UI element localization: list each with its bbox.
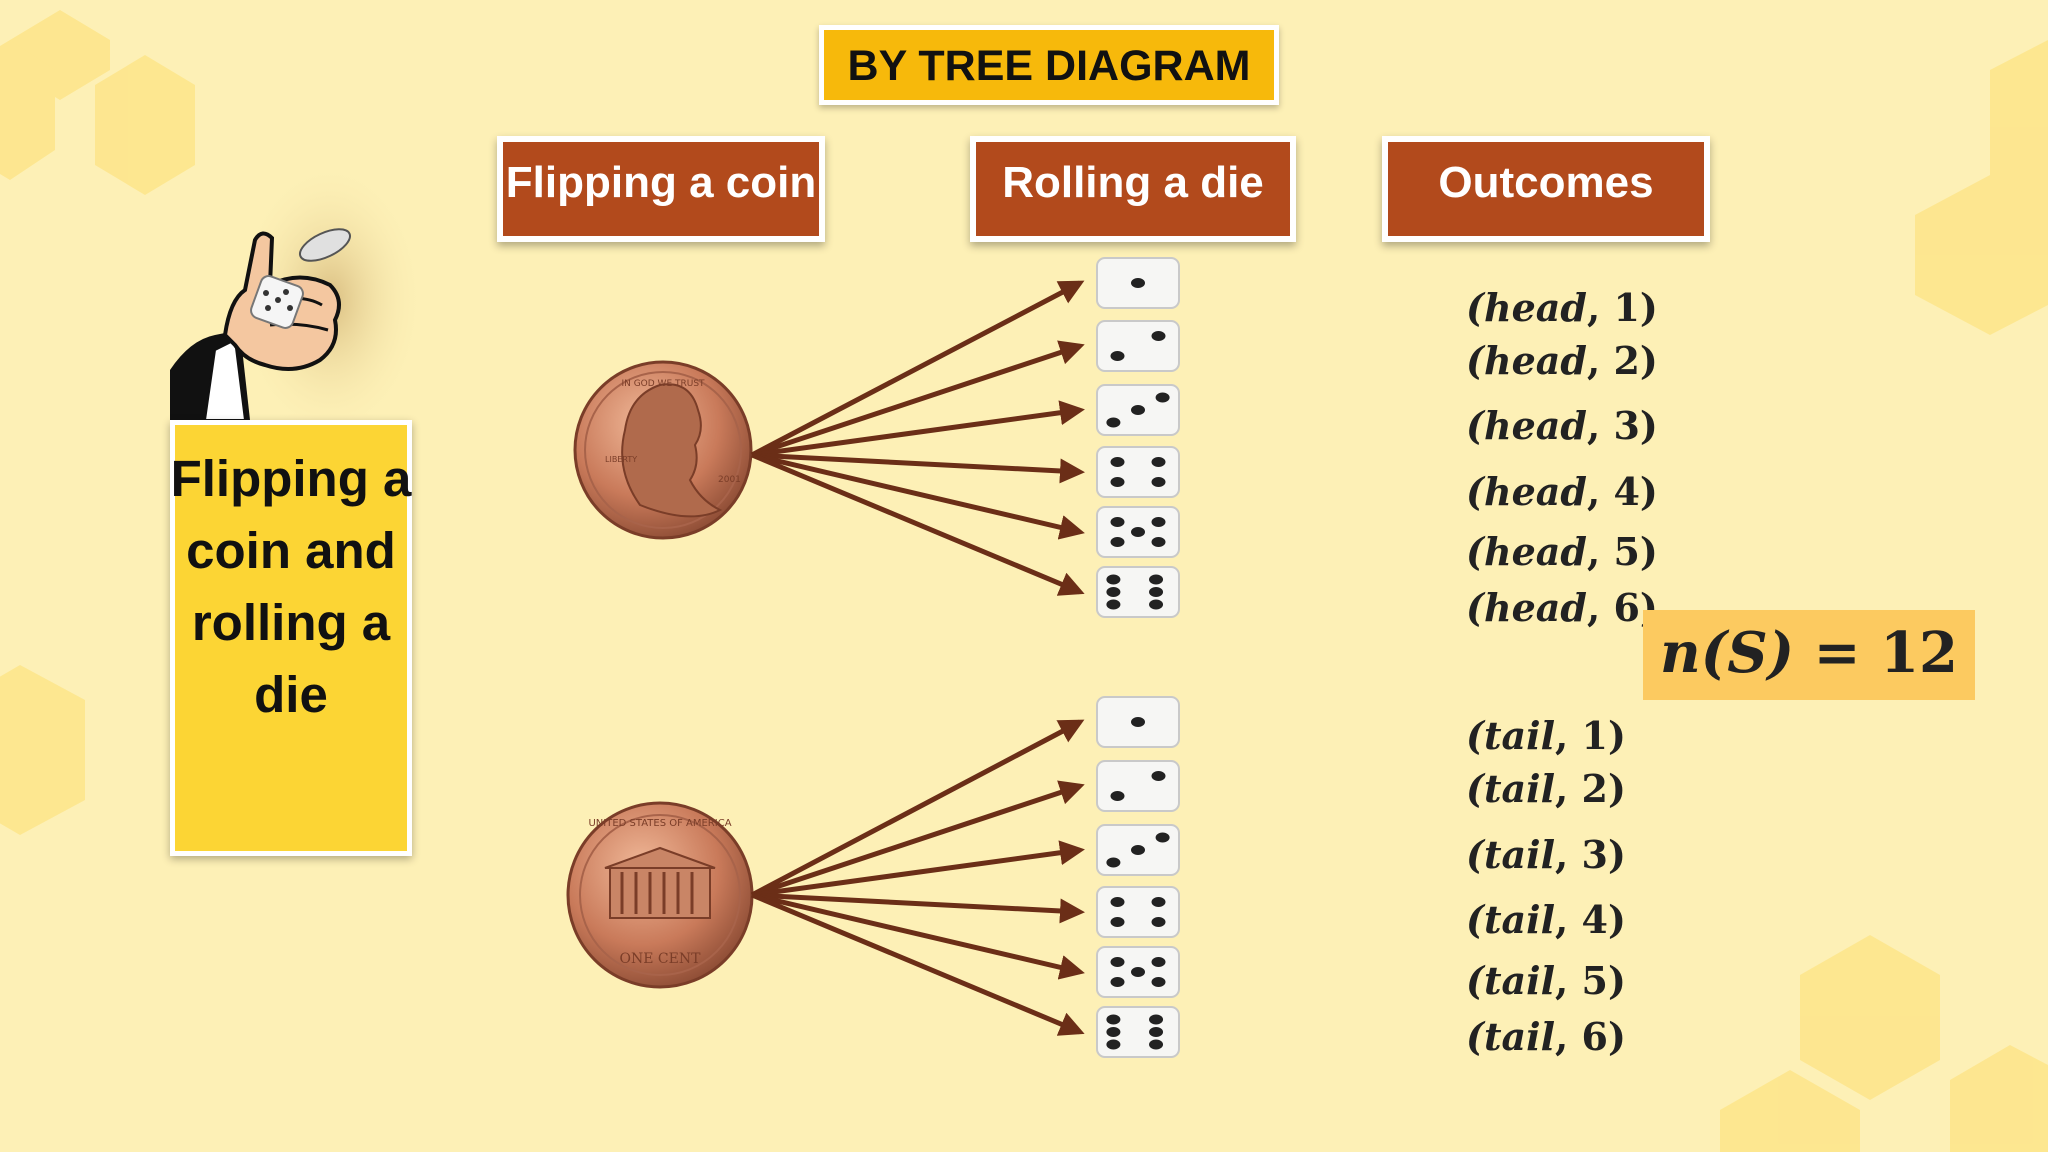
- outcome-side: tail: [1483, 1014, 1556, 1059]
- outcome-side: tail: [1483, 832, 1556, 877]
- outcome-number: 1: [1581, 713, 1608, 758]
- arrow-icon: [750, 280, 1085, 458]
- header-outcomes: Outcomes: [1438, 158, 1654, 207]
- outcome-item: (head, 6): [1466, 585, 1658, 630]
- title-box: [819, 25, 1279, 105]
- hexagon-decoration: [0, 665, 85, 835]
- outcome-number: 6: [1581, 1014, 1608, 1059]
- outcome-number: 3: [1613, 403, 1640, 448]
- arrows-group: [750, 280, 1085, 1036]
- penny-head-year: 2001: [718, 475, 741, 485]
- hexagon-decoration: [1950, 1045, 2048, 1152]
- penny-head-liberty: LIBERTY: [605, 455, 637, 464]
- arrow-icon: [751, 780, 1085, 898]
- outcome-side: head: [1483, 529, 1587, 574]
- outcome-number: 4: [1581, 897, 1608, 942]
- arrow-icon: [750, 719, 1085, 898]
- header-die-box: [970, 136, 1296, 242]
- outcome-number: 3: [1581, 832, 1608, 877]
- outcome-side: head: [1483, 403, 1587, 448]
- arrow-icon: [751, 452, 1085, 484]
- outcome-item: (head, 1): [1466, 285, 1658, 330]
- outcome-item: (head, 2): [1466, 338, 1658, 383]
- outcome-item: (head, 5): [1466, 529, 1658, 574]
- outcome-side: tail: [1483, 897, 1556, 942]
- arrow-icon: [751, 892, 1085, 1036]
- die-face-icon: [1096, 696, 1180, 748]
- outcome-number: 2: [1613, 338, 1640, 383]
- outcome-item: (head, 3): [1466, 403, 1658, 448]
- page-title: BY TREE DIAGRAM: [847, 42, 1251, 90]
- outcome-item: (tail, 1): [1466, 713, 1626, 758]
- header-coin-box: [497, 136, 825, 242]
- die-face-icon: [1096, 886, 1180, 938]
- sample-space-eq: =: [1813, 620, 1861, 686]
- penny-head-motto: IN GOD WE TRUST: [621, 379, 705, 389]
- outcome-number: 5: [1613, 529, 1640, 574]
- header-coin: Flipping a coin: [505, 158, 817, 207]
- outcome-item: (tail, 2): [1466, 766, 1626, 811]
- hexagon-decoration: [0, 40, 55, 180]
- die-face-icon: [1096, 824, 1180, 876]
- outcome-item: (tail, 5): [1466, 958, 1626, 1003]
- hexagon-decoration: [1800, 935, 1940, 1100]
- penny-head-icon: IN GOD WE TRUST LIBERTY 2001: [573, 360, 753, 540]
- outcome-number: 6: [1613, 585, 1640, 630]
- arrow-icon: [751, 892, 1085, 924]
- arrow-icon: [751, 892, 1085, 980]
- side-label: Flipping a coin and rolling a die: [170, 450, 412, 723]
- die-face-icon: [1096, 566, 1180, 618]
- arrow-icon: [751, 452, 1085, 596]
- sample-space: n(S) = 12: [1643, 620, 1975, 686]
- die-face-icon: [1096, 384, 1180, 436]
- penny-tail-denomination: ONE CENT: [620, 951, 702, 967]
- sample-space-rhs: 12: [1880, 620, 1958, 686]
- dice-group: [1096, 257, 1180, 1058]
- die-face-icon: [1096, 1006, 1180, 1058]
- outcome-side: head: [1483, 338, 1587, 383]
- arrow-icon: [751, 452, 1085, 540]
- die-face-icon: [1096, 760, 1180, 812]
- hexagon-decoration: [1720, 1070, 1860, 1152]
- outcome-side: tail: [1483, 713, 1556, 758]
- outcome-number: 5: [1581, 958, 1608, 1003]
- outcome-number: 2: [1581, 766, 1608, 811]
- side-label-box: [170, 420, 412, 856]
- outcome-item: (tail, 4): [1466, 897, 1626, 942]
- outcome-number: 4: [1613, 469, 1640, 514]
- die-face-icon: [1096, 946, 1180, 998]
- die-face-icon: [1096, 446, 1180, 498]
- header-die: Rolling a die: [1002, 158, 1264, 207]
- hexagon-decoration: [95, 55, 195, 195]
- die-face-icon: [1096, 320, 1180, 372]
- penny-tail-icon: UNITED STATES OF AMERICA ONE CENT: [566, 801, 754, 989]
- outcome-number: 1: [1613, 285, 1640, 330]
- arrow-icon: [751, 400, 1085, 458]
- sample-space-lhs: n(S): [1659, 620, 1795, 686]
- outcome-side: tail: [1483, 958, 1556, 1003]
- outcome-item: (tail, 3): [1466, 832, 1626, 877]
- outcome-side: head: [1483, 285, 1587, 330]
- arrow-icon: [751, 840, 1085, 898]
- die-face-icon: [1096, 257, 1180, 309]
- hexagon-decoration: [1990, 40, 2048, 210]
- hexagon-decoration: [1915, 175, 2048, 335]
- arrow-icon: [751, 340, 1085, 458]
- outcome-side: head: [1483, 585, 1587, 630]
- die-face-icon: [1096, 506, 1180, 558]
- outcome-side: head: [1483, 469, 1587, 514]
- header-outcomes-box: [1382, 136, 1710, 242]
- sample-space-box: [1643, 610, 1975, 700]
- outcome-side: tail: [1483, 766, 1556, 811]
- penny-tail-country: UNITED STATES OF AMERICA: [588, 818, 731, 829]
- outcome-item: (head, 4): [1466, 469, 1658, 514]
- outcome-item: (tail, 6): [1466, 1014, 1626, 1059]
